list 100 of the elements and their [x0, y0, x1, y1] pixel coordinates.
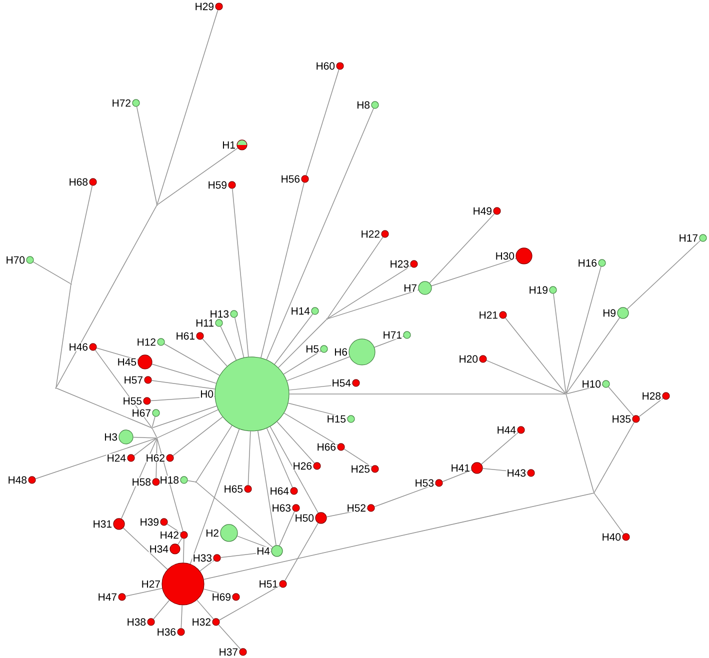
connector-line: [122, 528, 168, 570]
connector-line: [125, 588, 163, 597]
connector-line: [566, 384, 603, 394]
connector-line: [190, 428, 240, 564]
connector-line: [196, 600, 214, 620]
connector-line: [132, 436, 156, 438]
connector-line: [429, 213, 495, 284]
connector-line: [134, 438, 157, 456]
node-label: H18: [160, 476, 179, 484]
connector-line: [374, 484, 436, 508]
node-label: H51: [260, 580, 278, 588]
node-label: H5: [306, 345, 319, 353]
connector-line: [566, 266, 602, 394]
connector-line: [220, 326, 237, 361]
node-label: H54: [332, 379, 351, 387]
connector-line: [566, 317, 620, 394]
connector-line: [486, 360, 566, 394]
node-label: H69: [212, 593, 230, 601]
connector-line: [150, 396, 216, 402]
connector-line: [172, 416, 223, 456]
connector-line: [120, 438, 157, 520]
node-label: H36: [158, 628, 176, 636]
node-label: H27: [142, 580, 160, 588]
connector-line: [232, 188, 249, 358]
node-label: H23: [390, 260, 409, 268]
node-label: H67: [132, 409, 150, 417]
connector-line: [566, 394, 594, 492]
connector-line: [180, 604, 182, 629]
node-label: H41: [452, 464, 470, 472]
connector-line: [270, 426, 319, 514]
connector-line: [56, 388, 152, 428]
node-label: H8: [358, 101, 370, 109]
node-label: H28: [642, 392, 661, 400]
node-label: H55: [124, 397, 142, 405]
node-label: H70: [6, 256, 25, 264]
connector-line: [248, 430, 251, 486]
node-label: H38: [128, 618, 146, 626]
node-label: H11: [196, 319, 214, 327]
node-label: H25: [352, 465, 370, 473]
node-label: H30: [496, 252, 514, 260]
node-label: H16: [578, 259, 597, 267]
node-label: H47: [98, 593, 116, 601]
connector-line: [56, 205, 157, 388]
connector-line: [32, 262, 71, 284]
node-label: H32: [192, 618, 210, 626]
connector-line: [326, 508, 368, 518]
connector-line: [594, 493, 624, 534]
connector-line: [505, 318, 566, 394]
node-label: H0: [201, 390, 214, 398]
node-label: H64: [270, 487, 289, 495]
node-label: H44: [498, 426, 516, 434]
node-label: H62: [146, 454, 164, 462]
connector-line: [278, 319, 327, 368]
connector-line: [151, 380, 216, 390]
node-label: H48: [8, 476, 27, 484]
node-label: H10: [582, 380, 601, 388]
connector-line: [218, 585, 280, 620]
connector-line: [70, 185, 93, 284]
node-label: H14: [292, 307, 310, 315]
connector-line: [286, 356, 350, 382]
connector-line: [35, 438, 156, 480]
connector-line: [156, 438, 184, 532]
node-label: H35: [612, 415, 631, 423]
connector-line: [234, 317, 244, 358]
connector-line: [166, 524, 182, 534]
connector-line: [156, 10, 218, 204]
node-label: H68: [70, 178, 88, 186]
node-label: H49: [474, 207, 492, 215]
connector-line: [327, 266, 412, 319]
node-label: H3: [105, 433, 118, 441]
connector-line: [260, 182, 304, 358]
connector-line: [327, 236, 384, 319]
connector-line: [94, 350, 152, 428]
connector-line: [152, 364, 217, 384]
node-label: H24: [108, 454, 126, 462]
node-label: H40: [602, 533, 621, 541]
connector-line: [196, 425, 232, 482]
node-label: H45: [118, 358, 136, 366]
connector-line: [266, 428, 293, 488]
node-label: H20: [460, 355, 478, 363]
node-label: H59: [208, 181, 226, 189]
node-label: H33: [194, 554, 212, 562]
connector-line: [288, 402, 348, 418]
node-label: H56: [282, 175, 300, 183]
connector-line: [136, 106, 158, 204]
connector-line: [203, 588, 233, 596]
connector-line: [258, 430, 276, 546]
node-label: H1: [223, 141, 235, 149]
node-label: H4: [258, 547, 270, 555]
connector-line: [431, 258, 516, 286]
node-label: H57: [124, 376, 142, 384]
connector-line: [284, 412, 338, 446]
node-label: H37: [220, 648, 238, 656]
node-label: H71: [384, 331, 402, 339]
node-label: H26: [294, 462, 312, 470]
connector-line: [152, 428, 157, 438]
connector-line: [187, 480, 196, 482]
node-label: H29: [196, 2, 214, 10]
connector-line: [153, 600, 170, 620]
connector-line: [152, 416, 156, 428]
